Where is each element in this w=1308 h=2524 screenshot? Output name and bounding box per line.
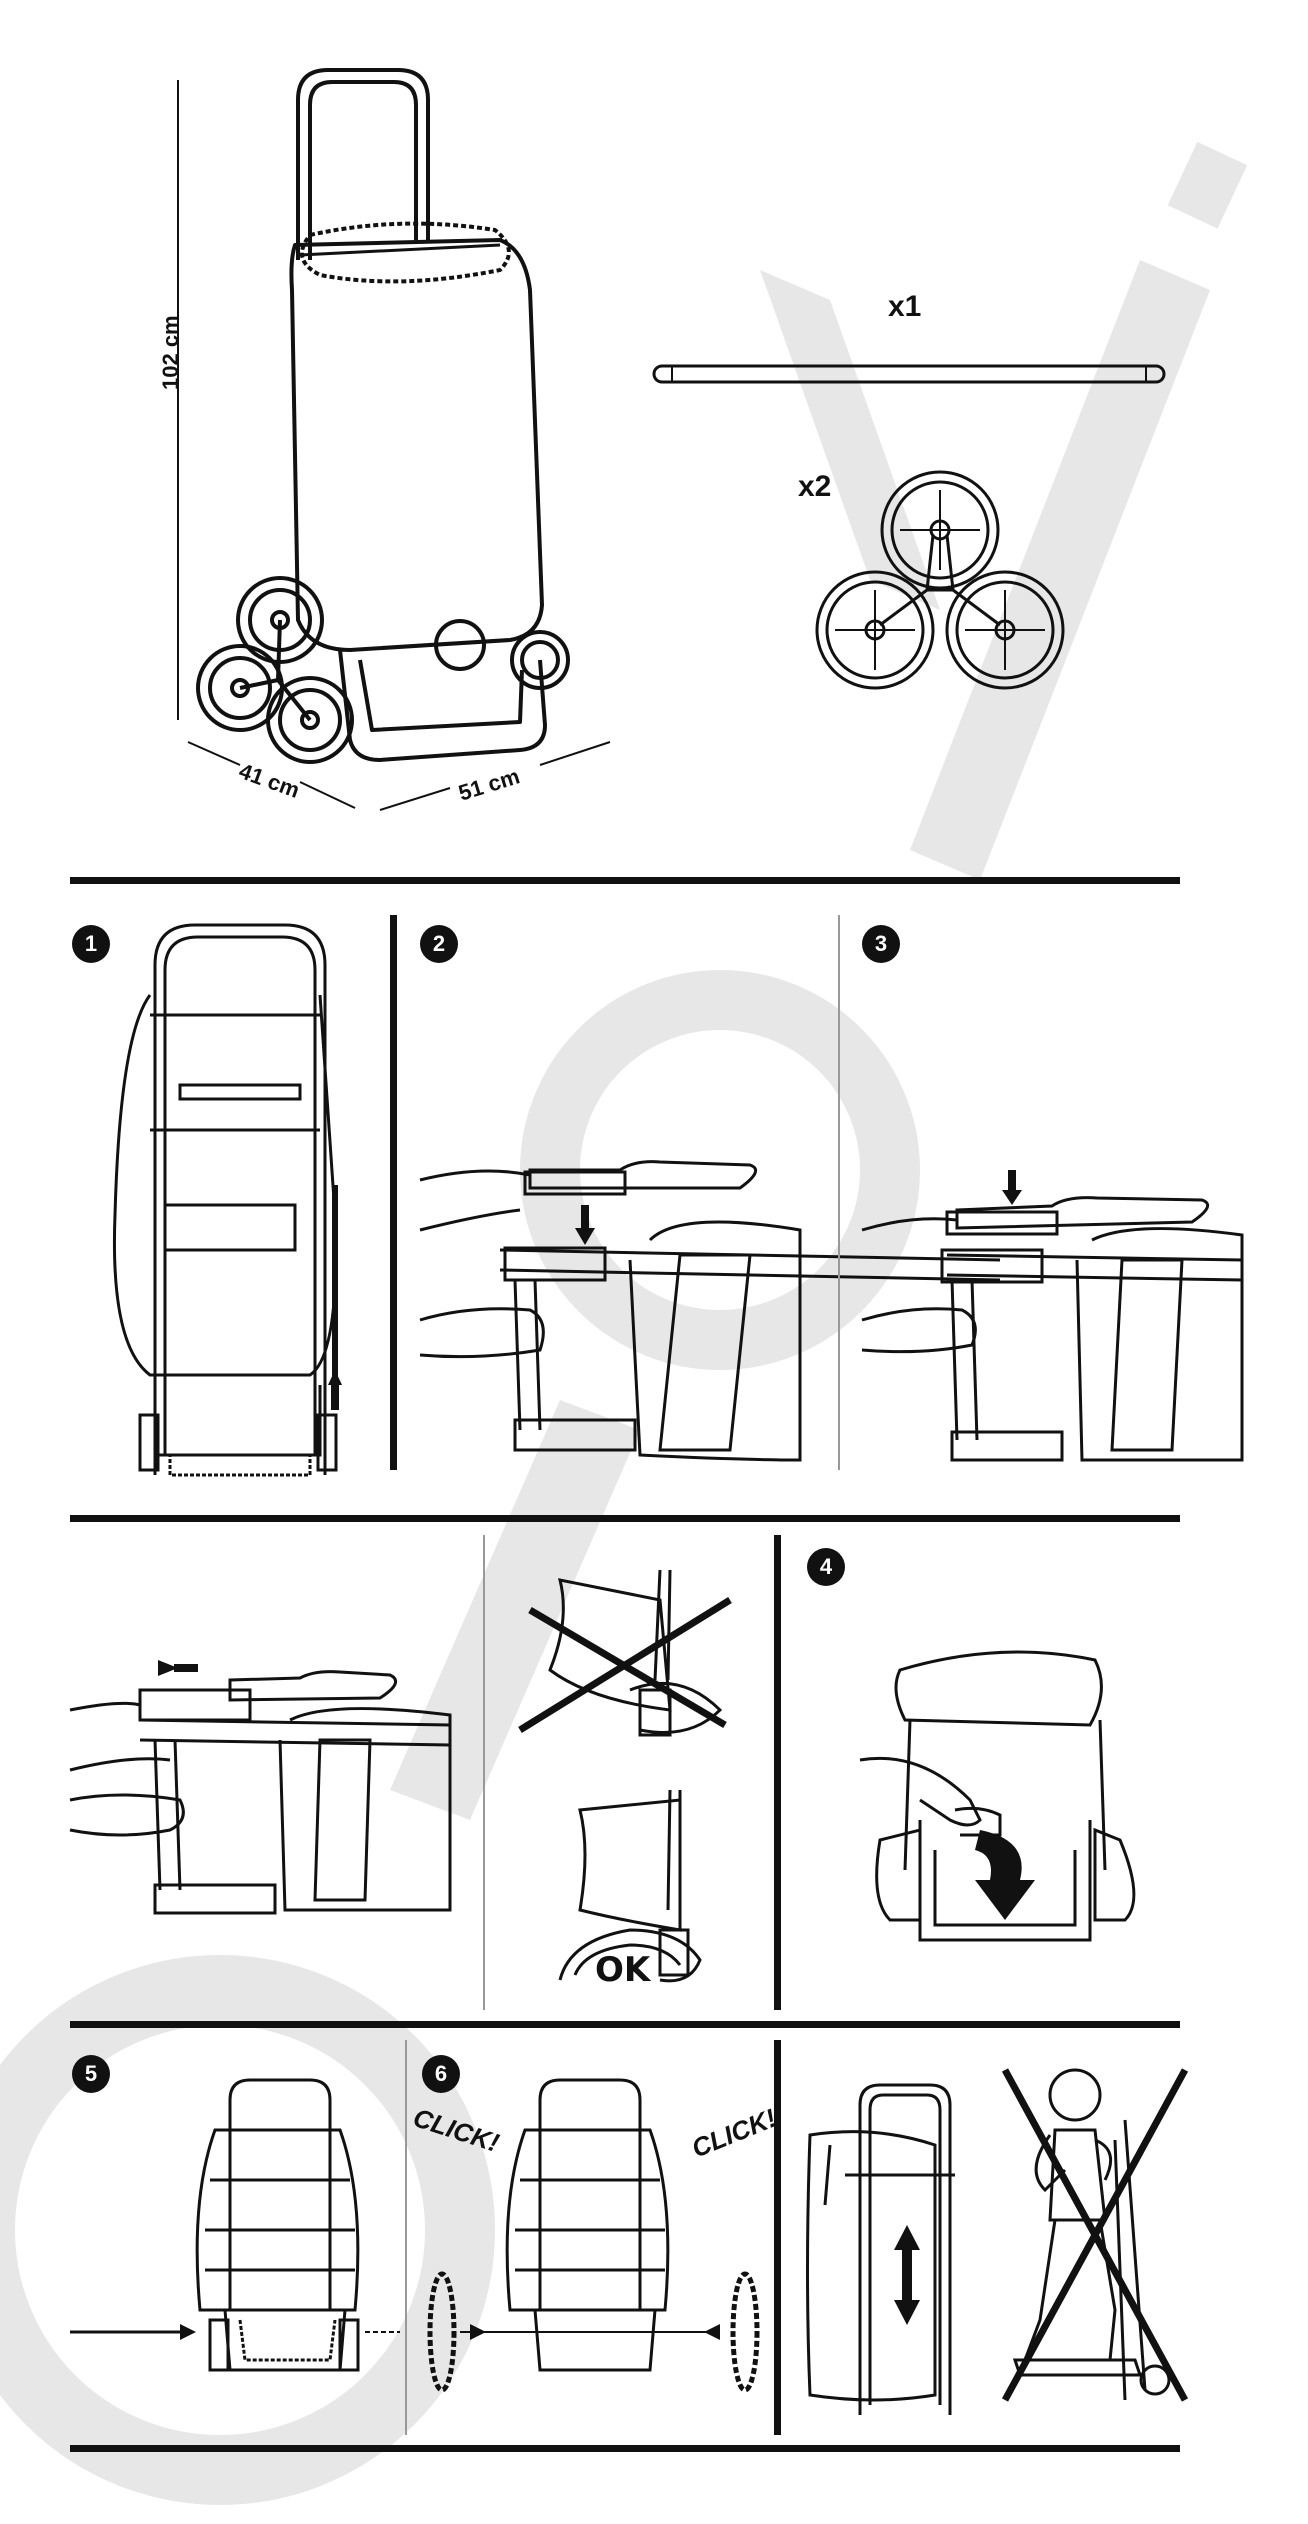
correct-mount-drawing: [558, 1789, 702, 1983]
section-divider: [70, 2021, 1180, 2028]
step-1-drawing: [112, 923, 342, 1477]
step-6-drawing: [427, 2078, 760, 2393]
wheel-quantity: x2: [798, 470, 832, 503]
panel-divider: [838, 915, 840, 1470]
step-5-drawing: [70, 2078, 400, 2372]
section-divider: [70, 2445, 1180, 2452]
section-divider: [70, 877, 1180, 884]
slide-lock-drawing: [69, 1660, 452, 1915]
rod-quantity: x1: [888, 290, 922, 323]
step-number-badge: 6: [422, 2055, 460, 2093]
step-number-badge: 1: [72, 925, 110, 963]
panel-divider: [774, 1535, 781, 2010]
height-adjust-drawing: [806, 2083, 955, 2415]
panel-divider: [483, 1535, 485, 2010]
no-standing-warning-drawing: [1001, 2068, 1189, 2402]
axle-rod-drawing: [652, 364, 1166, 384]
step-number-badge: 3: [862, 925, 900, 963]
step-2-drawing: [419, 1160, 1001, 1462]
panel-divider: [390, 915, 397, 1470]
step-number-badge: 5: [72, 2055, 110, 2093]
panel-divider: [774, 2040, 781, 2435]
ok-label: OK: [595, 1950, 651, 1990]
wrong-mount-drawing: [518, 1569, 732, 1737]
step-3-drawing: [861, 1170, 1244, 1462]
step-number-badge: 2: [420, 925, 458, 963]
step-4-drawing: [859, 1650, 1136, 1942]
trolley-overview-drawing: [177, 68, 611, 811]
height-dimension-label: 102 cm: [158, 315, 183, 390]
panel-divider: [405, 2040, 407, 2435]
step-number-badge: 4: [807, 1548, 845, 1586]
tri-wheel-drawing: [815, 470, 1065, 690]
section-divider: [70, 1515, 1180, 1522]
